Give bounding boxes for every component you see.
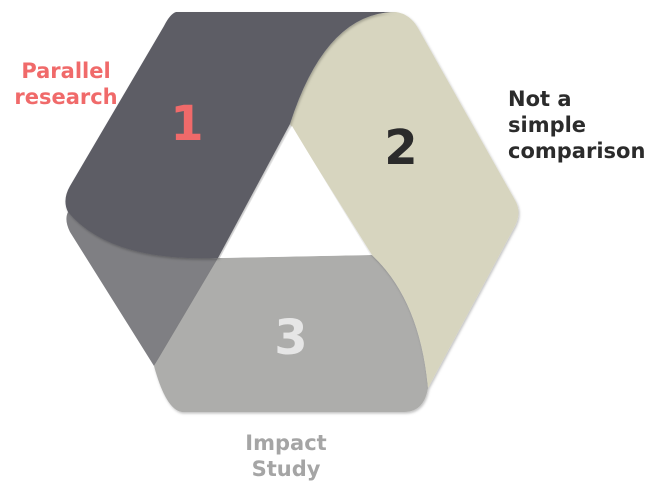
label-right-line-1: Not a simple [508, 87, 587, 137]
label-bottom-line-1: Impact [245, 431, 327, 455]
segment-1-fold [66, 212, 225, 366]
segment-2-number: 2 [384, 120, 417, 176]
label-left-line-1: Parallel [21, 59, 111, 83]
label-left-line-2: research [14, 85, 118, 109]
segment-3-number: 3 [274, 310, 307, 366]
label-impact-study: Impact Study [226, 430, 346, 482]
label-not-a-simple-comparison: Not a simple comparison [508, 86, 648, 164]
label-bottom-line-2: Study [251, 457, 321, 481]
segment-3 [154, 255, 428, 412]
label-right-line-2: comparison [508, 139, 646, 163]
segment-1 [65, 12, 396, 259]
label-parallel-research: Parallel research [14, 58, 118, 110]
center-triangle [220, 126, 370, 258]
segment-2 [290, 12, 519, 388]
segment-1-number: 1 [170, 96, 203, 152]
